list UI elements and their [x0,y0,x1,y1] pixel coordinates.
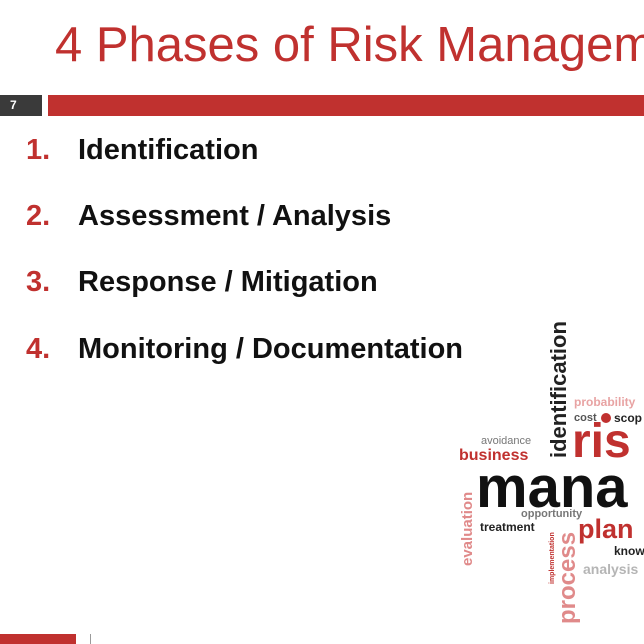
word-process: process [554,531,581,624]
word-plan: plan [578,514,634,544]
word-business: business [459,447,529,464]
phase-number: 1. [26,134,51,166]
word-management: mana [476,455,628,520]
word-analysis: analysis [583,561,639,577]
word-knowledge: know [614,544,644,558]
word-treatment: treatment [480,520,535,534]
phase-label: Identification [78,134,259,166]
word-probability: probability [574,395,636,409]
phase-item-monitoring: 4. Monitoring / Documentation [26,331,463,367]
title-rule-bar [48,95,644,116]
word-evaluation: evaluation [459,491,476,566]
phase-number: 4. [26,333,51,365]
phase-label: Assessment / Analysis [78,200,392,232]
footer-accent-bar [0,634,76,644]
slide-title: 4 Phases of Risk Managem [55,18,644,72]
word-cost: cost [574,412,597,424]
slide-number: 7 [0,95,42,116]
phase-item-assessment: 2. Assessment / Analysis [26,198,391,234]
word-scope: scop [614,411,643,425]
phase-item-identification: 1. Identification [26,132,258,168]
word-opportunity: opportunity [521,508,583,520]
phase-number: 2. [26,200,51,232]
word-cost-dot [601,413,611,423]
phase-label: Response / Mitigation [78,266,378,298]
word-avoidance: avoidance [481,435,532,447]
phase-label: Monitoring / Documentation [78,333,464,365]
phase-number: 3. [26,266,51,298]
word-risk: ris [572,415,631,468]
footer-divider [90,634,91,644]
phase-item-response: 3. Response / Mitigation [26,264,378,300]
word-identification: identification [546,321,571,458]
